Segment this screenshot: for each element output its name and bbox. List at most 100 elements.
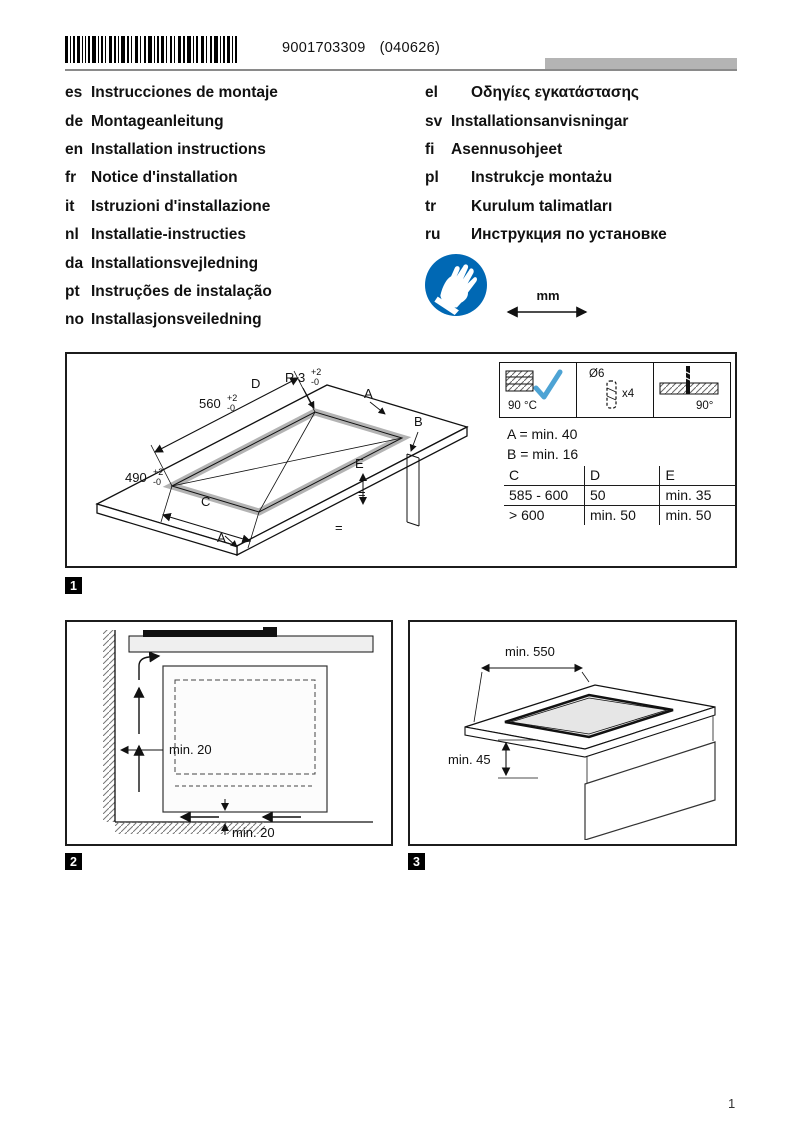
label-d: D (251, 376, 260, 391)
step-2-badge: 2 (65, 853, 82, 870)
label-a-bottom: A (217, 530, 226, 545)
equal-mark-2: = (335, 520, 343, 535)
cell: min. 50 (665, 507, 712, 523)
worktop-cross-section (128, 627, 374, 653)
col-header-d: D (584, 466, 661, 486)
front-clearance-dimension (498, 739, 538, 779)
language-code: en (65, 140, 84, 158)
label-c: C (201, 494, 210, 509)
language-list-left: es Instrucciones de montaje de Montageanle… (65, 79, 278, 335)
language-title: Installasjonsveiledning (91, 311, 262, 329)
screw-count-label: x4 (622, 388, 635, 400)
equal-mark-1: = (358, 486, 366, 501)
language-title: Installation instructions (91, 140, 266, 158)
language-code: tr (425, 197, 437, 215)
oven-cabinet-box (162, 665, 328, 813)
note-b: B = min. 16 (507, 446, 579, 462)
language-title: Montageanleitung (91, 112, 224, 130)
language-code: es (65, 84, 83, 102)
label-a-bottom-leader (224, 535, 238, 548)
bottom-clearance-label: min. 20 (232, 825, 275, 840)
cell: min. 50 (584, 505, 661, 525)
temperature-label: 90 °C (508, 400, 537, 412)
drill-angle-icon: 90° (659, 366, 719, 412)
dim-560-tol-plus: +2 (227, 393, 237, 403)
language-code: de (65, 112, 84, 130)
blue-checkmark-icon (533, 369, 563, 400)
cooktop-outline (504, 693, 674, 739)
note-a: A = min. 40 (507, 426, 578, 442)
language-code: pt (65, 282, 80, 300)
inset-drilling-cell: 90° (654, 363, 730, 417)
label-b-leader (409, 431, 419, 452)
language-title: Οδηγίες εγκατάστασης (471, 84, 639, 102)
figure-2-ventilation-clearances: min. 20 min. 20 (65, 620, 393, 846)
dimension-unit-note: mm (506, 288, 588, 318)
cell: min. 35 (665, 487, 712, 503)
inset-dowel-cell: Ø6 x4 (577, 363, 654, 417)
language-item-no: no Installasjonsveiledning (65, 306, 278, 334)
language-code: pl (425, 169, 439, 187)
language-title: Instrucciones de montaje (91, 84, 278, 102)
language-item-pt: pt Instruções de instalação (65, 278, 278, 306)
dim-radius-tol-plus: +2 (311, 367, 321, 377)
cabinet-front (584, 715, 716, 841)
side-clearance-label: min. 20 (169, 742, 212, 757)
col-header-e: E (665, 467, 675, 483)
heat-resistance-icon: 90 °C (505, 369, 563, 412)
table-header-row: C D E (504, 466, 735, 486)
clearance-notes: A = min. 40 B = min. 16 (507, 424, 578, 464)
language-item-de: de Montageanleitung (65, 107, 278, 135)
language-code: it (65, 197, 75, 215)
print-code: (040626) (379, 40, 441, 56)
language-code: fi (425, 140, 435, 158)
radius-leader-line (302, 387, 315, 409)
protective-gloves-icon (425, 254, 487, 316)
table-row: 585 - 600 50 min. 35 (504, 485, 735, 506)
language-title: Instruções de instalação (91, 282, 272, 300)
worktop-depth-drawing: min. 550 (448, 644, 716, 841)
step-1-badge: 1 (65, 577, 82, 594)
language-code: ru (425, 226, 441, 244)
language-code: da (65, 254, 84, 272)
document-number: 9001703309(040626) (282, 40, 440, 56)
airflow-arrows (133, 651, 301, 823)
table-row: > 600 min. 50 min. 50 (504, 505, 735, 525)
label-e: E (355, 456, 364, 471)
worktop-cutout-drawing: 560 +2 -0 490 +2 -0 R 3 +2 -0 D A B E (95, 367, 469, 557)
dim-490-value: 490 (125, 470, 147, 485)
figure-3-worktop-requirements: min. 550 (408, 620, 737, 846)
dim-560-value: 560 (199, 396, 221, 411)
language-title: Инструкция по установке (471, 226, 667, 244)
cell: 585 - 600 (504, 485, 585, 506)
drill-angle-label: 90° (696, 400, 713, 412)
language-title: Notice d'installation (91, 169, 238, 187)
language-code: fr (65, 169, 77, 187)
label-b: B (414, 414, 423, 429)
language-title: Installationsanvisningar (451, 112, 629, 130)
label-a-top: A (364, 386, 373, 401)
worktop-depth-dimension (473, 663, 590, 723)
dim-radius-value: R 3 (285, 370, 305, 385)
dowel-icon: Ø6 x4 (589, 368, 635, 409)
worktop-depth-label: min. 550 (505, 644, 555, 659)
header-gray-bar (545, 58, 737, 69)
hob-profile (143, 630, 265, 637)
installation-conditions-inset: 90 °C Ø6 x4 90° (499, 362, 731, 418)
language-item-ru: ru Инструкция по установке (425, 221, 667, 249)
clearance-table: C D E 585 - 600 50 min. 35 > 600 min. 50… (504, 466, 735, 525)
language-title: Installatie-instructies (91, 226, 247, 244)
header-divider (65, 69, 737, 71)
step-3-badge: 3 (408, 853, 425, 870)
dim-490-tol-minus: -0 (153, 477, 161, 487)
language-code: no (65, 311, 84, 329)
figure-1-cutout-dimensions: 560 +2 -0 490 +2 -0 R 3 +2 -0 D A B E (65, 352, 737, 568)
